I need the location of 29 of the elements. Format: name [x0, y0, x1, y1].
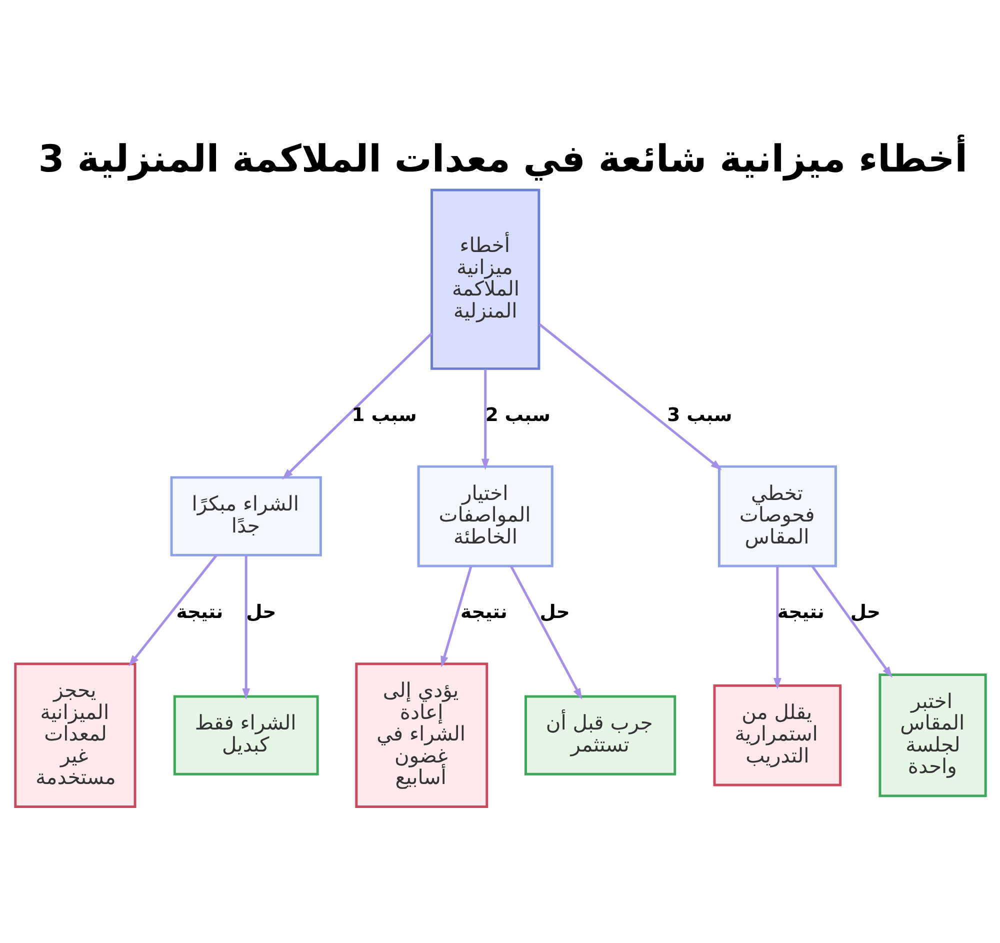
node-box: اختيار المواصفات الخاطئة — [416, 464, 553, 567]
edge-label: حل — [539, 602, 570, 623]
node-box: الشراء مبكرًا جدًا — [170, 476, 322, 556]
node-box: تخطي فحوصات المقاس — [717, 464, 836, 567]
edge-label: سبب 3 — [666, 404, 732, 426]
node-box: الشراء فقط كبديل — [172, 694, 318, 775]
arrow — [282, 332, 432, 480]
node-box: جرب قبل أن تستثمر — [524, 694, 676, 775]
node-box: أخطاء ميزانية الملاكمة المنزلية — [430, 188, 540, 370]
arrow — [810, 565, 892, 678]
edge-label: حل — [850, 602, 880, 623]
node-box: يقلل من استمرارية التدريب — [712, 684, 842, 786]
edge-label: حل — [246, 602, 276, 623]
node-box: يحجز الميزانية لمعدات غير مستخدمة — [14, 662, 136, 808]
edge-label: سبب 1 — [351, 404, 416, 426]
arrow — [242, 554, 250, 700]
arrow — [772, 566, 781, 689]
node-box: اختبر المقاس لجلسة واحدة — [878, 673, 986, 797]
arrow — [510, 565, 582, 700]
edge-label: نتيجة — [776, 602, 824, 623]
arrow — [440, 565, 472, 667]
edge-label: نتيجة — [176, 602, 223, 623]
diagram-title: 3 أخطاء ميزانية شائعة في معدات الملاكمة المنزلية — [38, 136, 968, 180]
node-box: يؤدي إلى إعادة الشراء في غضون أسابيع — [354, 662, 488, 808]
edge-label: سبب 2 — [484, 404, 550, 426]
arrow — [480, 368, 489, 470]
edge-label: نتيجة — [460, 602, 507, 623]
arrow — [128, 554, 217, 666]
arrow — [538, 322, 722, 470]
